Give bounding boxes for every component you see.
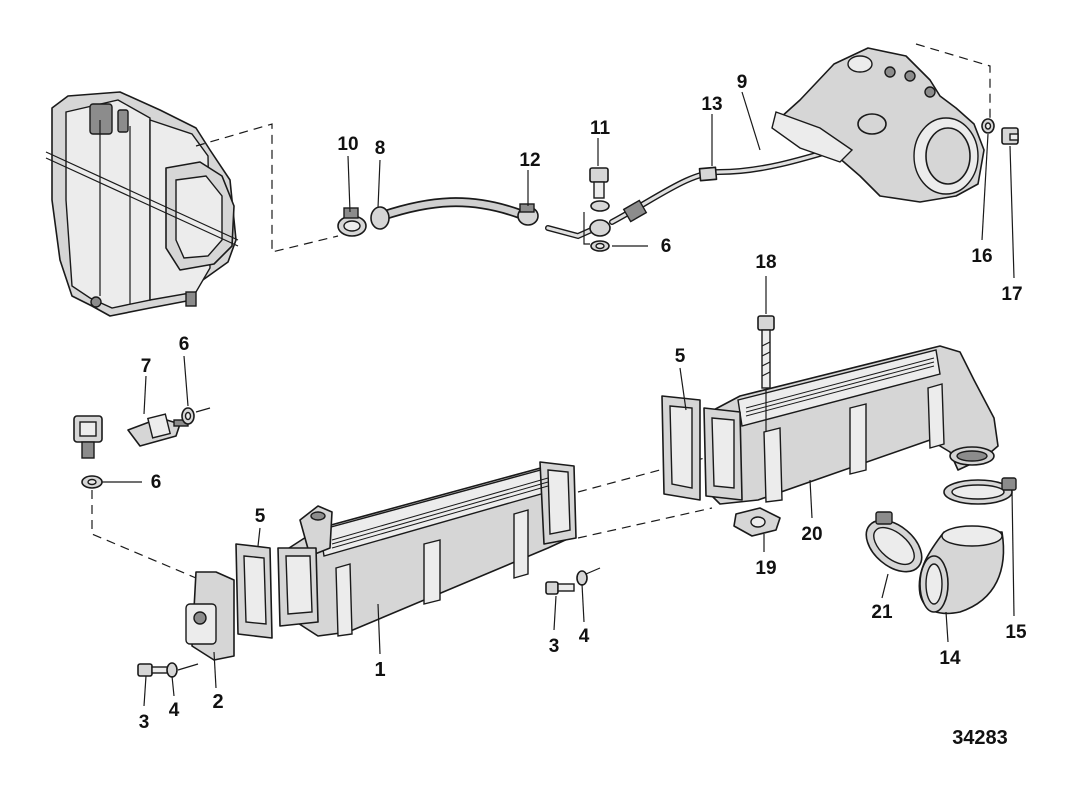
label-21: 21 <box>871 602 893 623</box>
label-1: 1 <box>374 659 385 681</box>
label-4-left: 4 <box>169 700 180 721</box>
label-6-sensor: 6 <box>179 334 190 355</box>
washer-4-right <box>576 570 588 586</box>
bolt-3-left <box>137 663 169 677</box>
clamp-10 <box>337 207 367 237</box>
label-14: 14 <box>939 648 961 669</box>
washer-6-sensor <box>181 407 195 425</box>
leader-reservoir-hose <box>195 123 339 253</box>
manifold-20-fins <box>745 357 935 417</box>
elbow-hose-14 <box>918 525 1005 615</box>
label-5-right: 5 <box>675 346 686 367</box>
hose-8 <box>370 197 525 230</box>
washer-6-bottom <box>81 475 103 489</box>
label-4-right: 4 <box>579 626 590 647</box>
label-20: 20 <box>801 524 822 545</box>
leader-manifold-connect-1 <box>577 455 713 493</box>
label-11: 11 <box>590 118 611 139</box>
label-5-left: 5 <box>255 506 266 527</box>
end-cover-2 <box>185 571 235 661</box>
label-12: 12 <box>519 150 540 171</box>
turbocharger <box>771 47 985 203</box>
manifold-1-fins <box>331 477 549 549</box>
label-18: 18 <box>755 252 776 273</box>
label-8: 8 <box>375 138 386 159</box>
leader-sensor-cover <box>91 490 197 579</box>
manifold-section-1 <box>277 461 577 637</box>
leader-turbo-drain <box>915 43 991 118</box>
gasket-19 <box>733 507 781 537</box>
label-17: 17 <box>1001 284 1022 305</box>
label-6-bottom: 6 <box>151 472 162 493</box>
washer-4-left <box>166 662 178 678</box>
leader-lines <box>102 91 1015 707</box>
label-7: 7 <box>141 356 152 377</box>
label-19: 19 <box>755 558 776 579</box>
label-3-left: 3 <box>139 712 150 733</box>
clamp-15 <box>943 477 1017 505</box>
leader-manifold-connect-2 <box>577 507 713 539</box>
bolt-3-right <box>545 581 575 595</box>
plug-17 <box>1001 127 1019 145</box>
coolant-reservoir <box>45 91 239 317</box>
bolt-18 <box>757 315 775 432</box>
manifold-section-20 <box>703 345 999 505</box>
label-15: 15 <box>1005 622 1027 643</box>
label-16: 16 <box>971 246 992 267</box>
gasket-5-right <box>661 395 701 501</box>
sensor-connector <box>73 415 103 459</box>
label-13: 13 <box>701 94 722 115</box>
label-3-right: 3 <box>549 636 560 657</box>
fitting-banjo <box>545 212 611 245</box>
gasket-5-left <box>235 543 273 639</box>
sensor-7 <box>127 413 189 447</box>
label-2: 2 <box>212 691 223 713</box>
label-6-top: 6 <box>661 236 672 257</box>
washer-16 <box>981 118 995 134</box>
banjo-bolt-11 <box>589 167 610 212</box>
figure-number: 34283 <box>952 727 1008 749</box>
clamp-21 <box>865 511 923 573</box>
washer-6-top <box>590 240 610 252</box>
clamp-12 <box>517 203 539 226</box>
label-9: 9 <box>737 72 748 93</box>
label-10: 10 <box>337 134 358 155</box>
